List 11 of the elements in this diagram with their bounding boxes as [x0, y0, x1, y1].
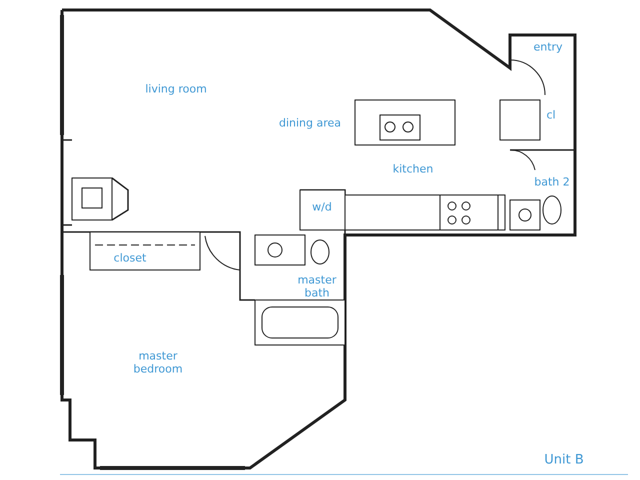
room-label: bath 2: [533, 176, 571, 190]
room-label: w/d: [311, 202, 333, 214]
room-label: cl: [545, 110, 557, 122]
room-label: kitchen: [392, 164, 434, 176]
room-label: Unit B: [543, 454, 585, 468]
room-label: closet: [112, 252, 148, 266]
room-label: entry: [532, 42, 564, 54]
room-label: master bath: [297, 274, 337, 300]
room-label: dining area: [278, 118, 342, 130]
room-label: living room: [144, 84, 208, 96]
room-label: master bedroom: [132, 350, 184, 376]
